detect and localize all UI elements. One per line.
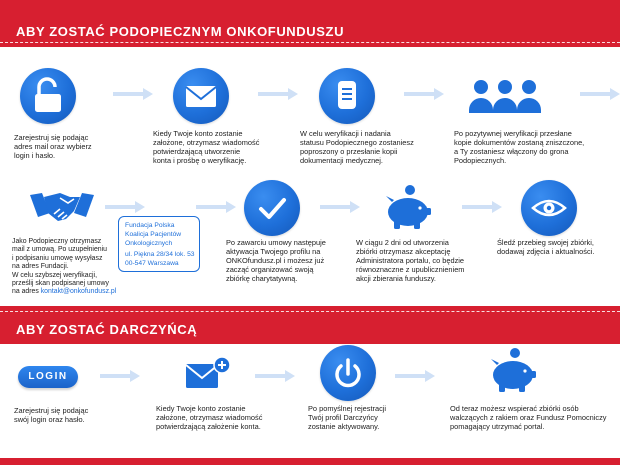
flow-arrow [320,201,360,213]
step-8-text: Śledź przebieg swojej zbiórki, dodawaj z… [497,238,595,256]
step-2-text: Kiedy Twoje konto zostanie założone, otr… [153,129,260,165]
flow-arrow [580,88,620,100]
flow-arrow [395,370,435,382]
step-4-text: Po pozytywnej weryfikacji przesłane kopi… [454,129,585,165]
step-2-badge [173,68,229,124]
step-3-badge [319,68,375,124]
section-title-darczynca: ABY ZOSTAĆ DARCZYŃCĄ [16,322,198,337]
power-icon [335,358,361,388]
foundation-address-box: Fundacja Polska Koalicja Pacjentów Onkol… [118,216,200,272]
section-title-podopieczny: ABY ZOSTAĆ PODOPIECZNYM ONKOFUNDUSZU [16,24,345,39]
flow-arrow [255,370,295,382]
envelope-icon [185,86,217,107]
donor-step-3-text: Po pomyślnej rejestracji Twój profil Dar… [308,404,387,431]
step-5-text: Jako Podopieczny otrzymasz mail z umową.… [12,238,117,296]
step-3-text: W celu weryfikacji i nadania statusu Pod… [300,129,414,165]
step-6-badge [244,180,300,236]
people-icon [469,80,541,113]
login-icon: LOGIN [18,366,78,388]
flow-arrow [100,370,140,382]
unlock-icon [35,77,61,112]
step-1-text: Zarejestruj się podając adres mail oraz … [14,133,92,160]
contact-email-link[interactable]: kontakt@onkofundusz.pl [40,288,117,296]
flow-arrow [105,201,145,213]
step-6-text: Po zawarciu umowy następuje aktywacja Tw… [226,238,326,283]
donor-step-4-text: Od teraz możesz wspierać zbiórki osób wa… [450,404,607,431]
checkmark-icon [259,198,286,219]
section-banner-darczynca: ABY ZOSTAĆ DARCZYŃCĄ [0,306,620,344]
power-badge [320,345,376,401]
document-icon [338,81,356,109]
eye-icon [531,199,567,217]
donor-step-2-text: Kiedy Twoje konto zostanie założone, otr… [156,404,263,431]
envelope-plus-icon [185,356,231,388]
step-1-badge [20,68,76,124]
step-7-badge [380,180,436,236]
stitch-divider [0,42,620,43]
piggy-bank-icon [386,185,431,229]
donor-step-1-text: Zarejestruj się podając swój login oraz … [14,406,89,424]
footer-stripe [0,458,620,465]
section-banner-podopieczny: ABY ZOSTAĆ PODOPIECZNYM ONKOFUNDUSZU [0,0,620,47]
flow-arrow [258,88,298,100]
stitch-divider [0,311,620,312]
flow-arrow [196,201,236,213]
step-7-text: W ciągu 2 dni od utworzenia zbiórki otrz… [356,238,465,283]
step-8-badge [521,180,577,236]
handshake-icon [30,193,94,221]
flow-arrow [404,88,444,100]
flow-arrow [113,88,153,100]
flow-arrow [462,201,502,213]
piggy-bank-icon [491,348,536,392]
